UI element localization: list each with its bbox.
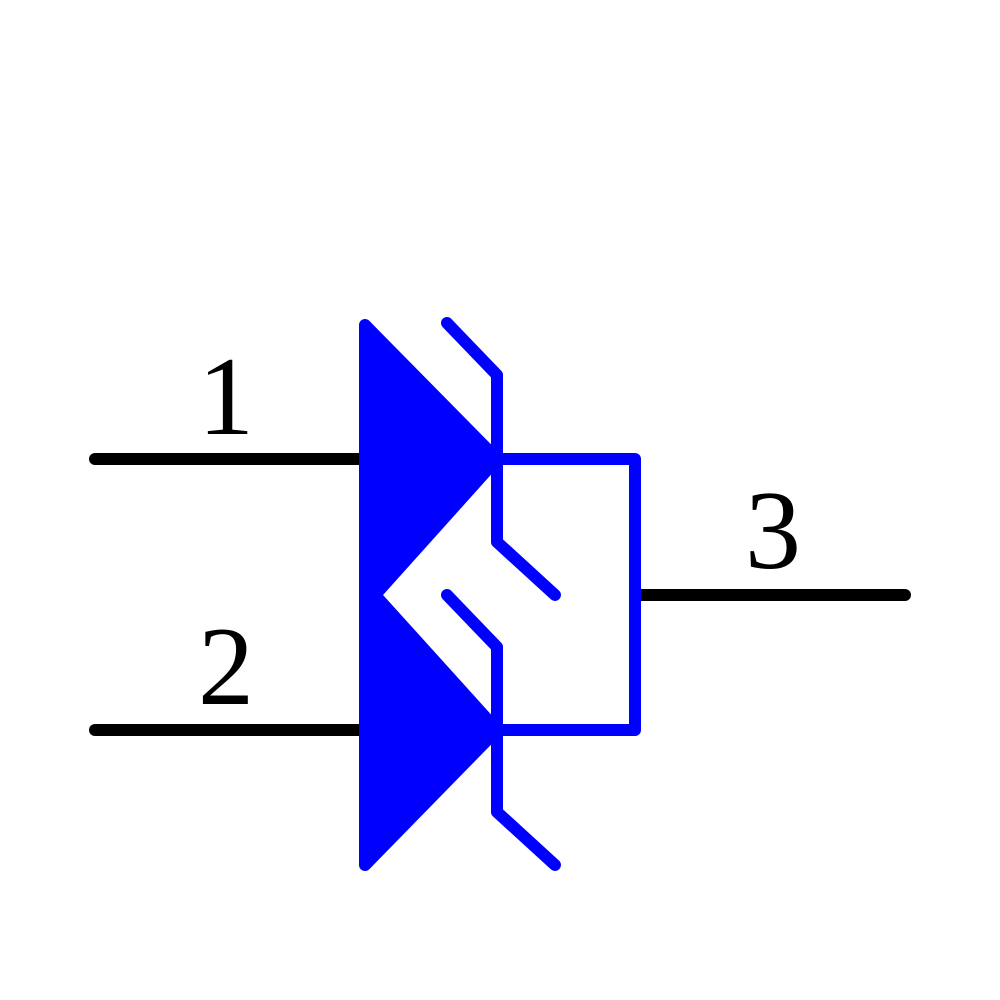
- diode-triangles-icon: [359, 319, 503, 871]
- pin-2-label: 2: [198, 605, 254, 729]
- pin-3-label: 3: [745, 469, 801, 593]
- pin-1-label: 1: [198, 335, 254, 459]
- common-cathode-wire: [491, 453, 641, 736]
